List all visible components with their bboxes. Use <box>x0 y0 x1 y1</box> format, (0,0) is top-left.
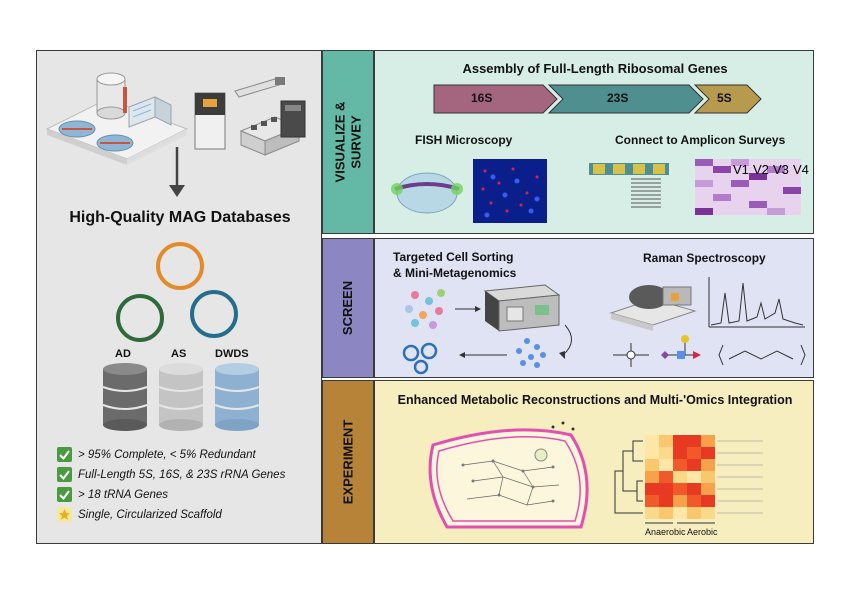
cell-sorter-instrument <box>483 284 561 332</box>
region-label-v3: V3 <box>773 162 789 177</box>
heatmap-dendrogram <box>614 440 643 514</box>
amplicon-survey-illustration <box>589 159 801 215</box>
raman-spectrum <box>708 277 805 328</box>
condition-anaerobic: Anaerobic <box>645 527 686 537</box>
ribosomal-assembly-title: Assembly of Full-Length Ribosomal Genes <box>462 61 728 76</box>
amplicon-surveys-label: Connect to Amplicon Surveys <box>615 133 786 147</box>
db-cylinder-as <box>158 363 204 431</box>
region-label-v2: V2 <box>753 162 769 177</box>
condition-aerobic: Aerobic <box>687 527 718 537</box>
gene-5s-label: 5S <box>717 91 732 105</box>
database-cylinders <box>102 363 260 431</box>
visualize-survey-panel: Assembly of Full-Length Ribosomal Genes … <box>374 50 814 234</box>
cell-population <box>405 289 445 329</box>
criteria-item: Full-Length 5S, 16S, & 23S rRNA Genes <box>57 467 285 482</box>
criteria-item: > 95% Complete, < 5% Redundant <box>57 447 285 462</box>
raman-instrument <box>609 285 697 331</box>
raman-illustration <box>609 277 806 367</box>
fish-microscopy-illustration <box>391 159 547 223</box>
screen-panel: Targeted Cell Sorting& Mini-Metagenomics… <box>374 238 814 378</box>
criteria-rrna: Full-Length 5S, 16S, & 23S rRNA Genes <box>78 468 286 481</box>
checkmark-icon <box>57 487 72 502</box>
criteria-item: Single, Circularized Scaffold <box>57 507 285 522</box>
glycan-structure <box>661 335 701 359</box>
sorted-cells <box>516 338 546 368</box>
raman-title: Raman Spectroscopy <box>643 251 766 265</box>
amplicon-heatmap <box>695 159 801 215</box>
circular-genomes-icon <box>116 242 238 342</box>
experiment-label: EXPERIMENT <box>322 380 374 544</box>
db-cylinder-ad <box>102 363 148 431</box>
gene-16s-arrow <box>433 84 558 114</box>
mag-database-title: High-Quality MAG Databases <box>69 209 291 226</box>
criteria-circular: Single, Circularized Scaffold <box>78 508 222 521</box>
screen-label: SCREEN <box>322 238 374 378</box>
star-icon <box>57 507 72 522</box>
db-label-ad: AD <box>115 348 131 360</box>
gene-16s-label: 16S <box>471 91 493 105</box>
chemical-structures <box>613 343 649 367</box>
region-label-v1: V1 <box>733 162 749 177</box>
db-label-dwds: DWDS <box>215 348 249 360</box>
sequencing-illustration <box>45 72 306 197</box>
db-cylinder-dwds <box>214 363 260 431</box>
gene-23s-label: 23S <box>607 91 629 105</box>
experiment-panel: Enhanced Metabolic Reconstructions and M… <box>374 380 814 544</box>
criteria-item: > 18 tRNA Genes <box>57 487 285 502</box>
ribosomal-gene-arrows <box>433 84 762 114</box>
criteria-completeness: > 95% Complete, < 5% Redundant <box>78 448 256 461</box>
metabolic-reconstruction-title: Enhanced Metabolic Reconstructions and M… <box>397 393 793 407</box>
mini-genome-circles <box>402 342 438 375</box>
gene-23s-arrow <box>547 84 704 114</box>
visualize-survey-label: VISUALIZE &SURVEY <box>322 50 374 234</box>
checkmark-icon <box>57 467 72 482</box>
cell-sorting-illustration <box>402 284 572 375</box>
mag-database-panel: High-Quality MAG Databases AD AS DWDS <box>36 50 322 544</box>
polymer-bracket <box>718 344 806 366</box>
criteria-trna: > 18 tRNA Genes <box>78 488 169 501</box>
cell-sorting-title: Targeted Cell Sorting& Mini-Metagenomics <box>393 250 517 280</box>
metabolic-map-illustration <box>428 421 589 529</box>
omics-heatmap <box>614 435 763 524</box>
fish-micrograph <box>473 159 547 223</box>
region-label-v4: V4 <box>793 162 809 177</box>
fish-microscopy-label: FISH Microscopy <box>415 133 513 147</box>
heatmap-cells <box>645 435 715 519</box>
quality-criteria-list: > 95% Complete, < 5% Redundant Full-Leng… <box>57 447 285 522</box>
gene-5s-arrow <box>693 84 762 114</box>
db-label-as: AS <box>171 348 187 360</box>
checkmark-icon <box>57 447 72 462</box>
